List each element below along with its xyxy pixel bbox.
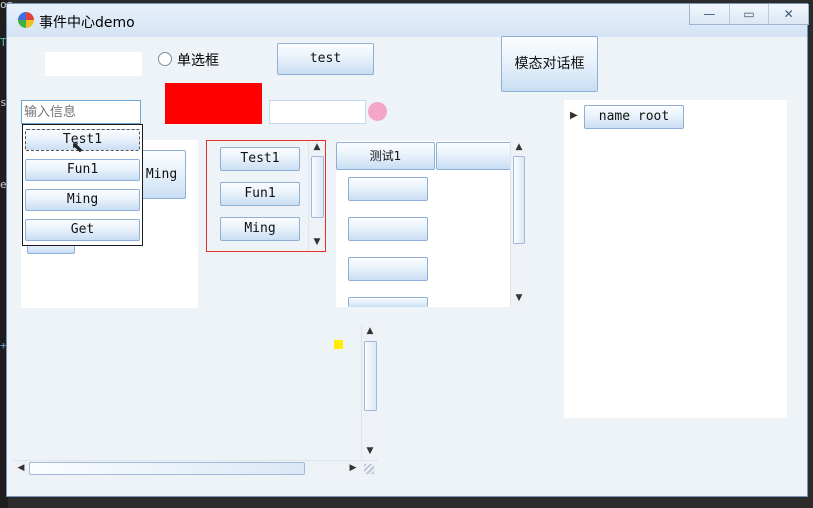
window-title: 事件中心demo xyxy=(39,15,135,31)
scroll-thumb[interactable] xyxy=(513,156,525,244)
test-button[interactable]: test xyxy=(277,43,374,75)
text-field[interactable] xyxy=(269,100,366,124)
tab-list-item[interactable] xyxy=(348,217,428,241)
scroll-view-vertical-scrollbar[interactable]: ▲ ▼ xyxy=(361,324,378,460)
scroll-view: ▲ ▼ ◀ ▶ xyxy=(13,324,378,475)
dropdown-item-get[interactable]: Get xyxy=(25,219,140,241)
search-input[interactable] xyxy=(21,100,141,124)
window-controls: — ▭ ✕ xyxy=(689,4,809,25)
tab-list-item[interactable] xyxy=(348,257,428,281)
maximize-button[interactable]: ▭ xyxy=(728,4,769,24)
radio-button[interactable] xyxy=(158,52,172,66)
background-text: T xyxy=(0,36,7,49)
tab-test1[interactable]: 测试1 xyxy=(336,142,435,170)
dropdown-item-fun1[interactable]: Fun1 xyxy=(25,159,140,181)
list-button-ming[interactable]: Ming xyxy=(220,217,300,241)
main-window: 事件中心demo — ▭ ✕ 单选框 test 模态对话框 Ming Test1… xyxy=(6,3,809,497)
tab-list-scrollbar[interactable]: ▲ ▼ xyxy=(510,141,526,307)
scroll-thumb[interactable] xyxy=(364,341,377,411)
modal-dialog-button[interactable]: 模态对话框 xyxy=(501,36,598,92)
scroll-thumb[interactable] xyxy=(29,462,305,475)
tab-list-panel: 测试1 ▲ ▼ xyxy=(336,141,526,307)
list-button-test1[interactable]: Test1 xyxy=(220,147,300,171)
middle-list: Test1 Fun1 Ming ▲ ▼ xyxy=(206,140,326,252)
title-bar[interactable]: 事件中心demo — ▭ ✕ xyxy=(7,4,809,37)
tab-list-item[interactable] xyxy=(348,177,428,201)
cursor-icon: ⬉ xyxy=(71,138,84,156)
resize-grip-icon[interactable] xyxy=(364,464,374,474)
dropdown-item-test1[interactable]: Test1 xyxy=(25,129,140,151)
app-logo-icon xyxy=(18,12,34,28)
dropdown-item-ming[interactable]: Ming xyxy=(25,189,140,211)
scroll-left-icon[interactable]: ◀ xyxy=(17,463,25,473)
close-button[interactable]: ✕ xyxy=(768,4,808,24)
scroll-right-icon[interactable]: ▶ xyxy=(349,463,357,473)
tree-panel: ▶ name root xyxy=(564,100,787,418)
pink-dot xyxy=(368,102,387,121)
middle-list-scrollbar[interactable]: ▲ ▼ xyxy=(308,141,325,251)
ming-button-partial[interactable]: Ming xyxy=(137,150,186,199)
tab-list-item[interactable] xyxy=(348,297,428,307)
scroll-thumb[interactable] xyxy=(311,156,324,218)
dropdown-menu: Test1 ⬉ Fun1 Ming Get xyxy=(22,124,143,246)
minimize-button[interactable]: — xyxy=(703,7,716,21)
scroll-down-icon[interactable]: ▼ xyxy=(515,293,523,303)
yellow-square xyxy=(334,340,343,349)
list-button-fun1[interactable]: Fun1 xyxy=(220,182,300,206)
background-text: s xyxy=(0,96,7,109)
blank-text-field[interactable] xyxy=(45,52,142,76)
background-editor-strip xyxy=(0,0,8,508)
scroll-down-icon[interactable]: ▼ xyxy=(366,446,374,456)
background-text: e xyxy=(0,178,7,191)
scroll-up-icon[interactable]: ▲ xyxy=(366,326,374,336)
tree-root-node[interactable]: name root xyxy=(584,105,684,129)
expand-arrow-icon[interactable]: ▶ xyxy=(570,110,578,121)
scroll-up-icon[interactable]: ▲ xyxy=(515,142,523,152)
red-block xyxy=(165,83,262,124)
radio-label: 单选框 xyxy=(177,53,219,69)
scroll-up-icon[interactable]: ▲ xyxy=(313,142,321,152)
background-text: + xyxy=(0,339,7,352)
scroll-view-horizontal-scrollbar[interactable]: ◀ ▶ xyxy=(13,460,378,475)
tab-empty[interactable] xyxy=(436,142,512,170)
scroll-down-icon[interactable]: ▼ xyxy=(313,237,321,247)
